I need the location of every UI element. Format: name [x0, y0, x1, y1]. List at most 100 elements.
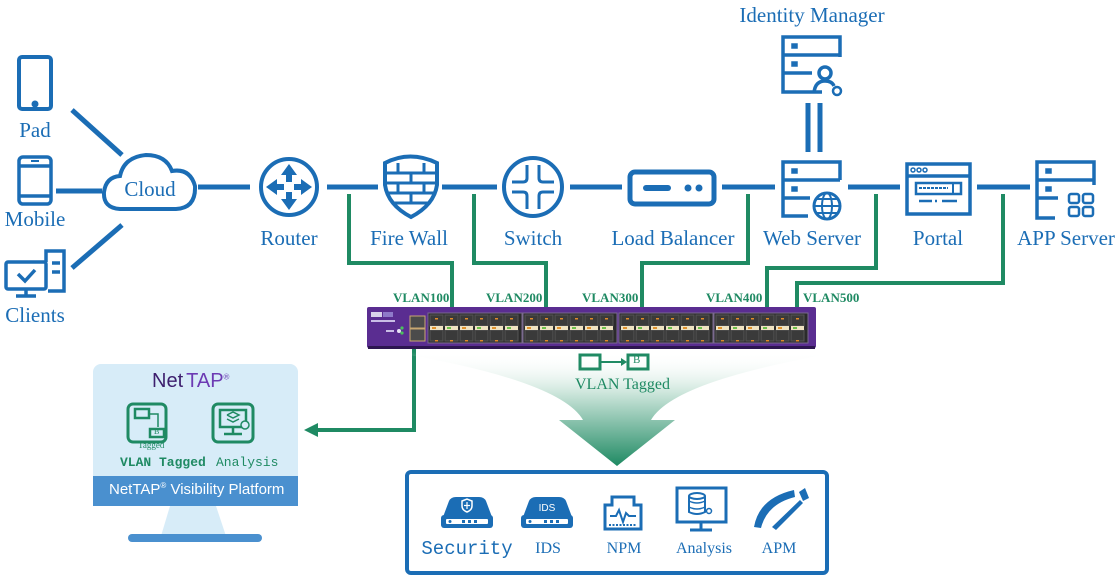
label-switch: Switch [503, 226, 563, 250]
label-web-server: Web Server [762, 226, 862, 250]
port-led [530, 318, 533, 320]
port-status-led [718, 327, 722, 329]
port-led [751, 318, 754, 320]
web-server-icon [781, 160, 842, 221]
sfp-port [584, 314, 599, 327]
tools-panel [405, 470, 829, 575]
port-label-strip [791, 326, 804, 330]
port-status-led [572, 327, 576, 329]
port-label-strip [651, 326, 664, 330]
sfp-port [650, 314, 665, 327]
port-label-strip [681, 326, 694, 330]
port-led [495, 340, 498, 342]
port-status-led [492, 327, 496, 329]
tap-link-vlan200 [472, 194, 548, 312]
sfp-port [539, 329, 554, 342]
sfp-port [695, 314, 710, 327]
sfp-port [635, 329, 650, 342]
ids-badge-text: IDS [539, 503, 556, 514]
port-led [450, 340, 453, 342]
port-led [701, 318, 704, 320]
port-status-led [793, 327, 797, 329]
port-led [766, 318, 769, 320]
sfp-port [760, 314, 775, 327]
sfp-port [524, 314, 539, 327]
port-status-led [447, 327, 451, 329]
sfp-port [474, 329, 489, 342]
port-label-strip [666, 326, 679, 330]
band-brand: NetTAP [109, 481, 161, 498]
sfp-port [680, 314, 695, 327]
label-pad: Pad [19, 118, 51, 142]
sfp-port [599, 314, 614, 327]
tool-label-security: Security [421, 538, 513, 560]
layers-monitor-icon [211, 402, 255, 444]
port-led [605, 318, 608, 320]
sfp-port [695, 329, 710, 342]
port-label-strip [540, 326, 553, 330]
tablet-icon [17, 55, 53, 111]
network-tap-switch-icon [367, 307, 816, 349]
sfp-port [504, 314, 519, 327]
gauge-icon [754, 488, 809, 530]
label-portal: Portal [912, 226, 964, 250]
tap-link-vlan500 [795, 194, 1005, 312]
label-identity-manager: Identity Manager [739, 3, 885, 27]
port-led [590, 318, 593, 320]
port-status-led [763, 327, 767, 329]
sfp-port [524, 329, 539, 342]
sfp-port [730, 329, 745, 342]
port-led [626, 318, 629, 320]
app-server-icon [1035, 160, 1096, 220]
sfp-port [790, 329, 805, 342]
sfp-port [554, 314, 569, 327]
port-led [545, 340, 548, 342]
sfp-port [489, 329, 504, 342]
sfp-port [569, 329, 584, 342]
port-led [736, 318, 739, 320]
port-led [766, 340, 769, 342]
port-status-led [432, 327, 436, 329]
label-cloud: Cloud [124, 177, 176, 201]
vlan-tagged-flow-label: VLAN Tagged [575, 376, 671, 393]
tap-link-vlan400 [765, 194, 878, 312]
label-app-server: APP Server [1017, 226, 1115, 250]
sfp-port [444, 329, 459, 342]
sfp-port [665, 329, 680, 342]
desktop-client-icon [4, 249, 66, 298]
ids-appliance-icon: IDS [521, 497, 573, 528]
port-led [435, 340, 438, 342]
sfp-port [584, 329, 599, 342]
backbone-links [56, 103, 1030, 270]
label-clients: Clients [5, 303, 65, 327]
port-status-led [653, 327, 657, 329]
label-router: Router [260, 226, 318, 250]
port-label-strip [505, 326, 518, 330]
port-led [510, 340, 513, 342]
mobile-phone-icon [17, 155, 53, 206]
port-led [641, 340, 644, 342]
port-status-led [477, 327, 481, 329]
port-led [751, 340, 754, 342]
vlan-tagged-icon [126, 402, 168, 444]
sfp-port [745, 314, 760, 327]
port-status-led [638, 327, 642, 329]
port-led [686, 318, 689, 320]
platform-feature-analysis: Analysis [216, 455, 279, 470]
port-label-strip [696, 326, 709, 330]
port-led [796, 340, 799, 342]
link-clients-cloud [70, 223, 124, 270]
port-led [435, 318, 438, 320]
port-led [560, 318, 563, 320]
monitor-base [128, 534, 262, 542]
port-led [656, 340, 659, 342]
load-balancer-icon [627, 169, 717, 207]
port-status-led [668, 327, 672, 329]
port-status-led [623, 327, 627, 329]
port-label-strip [490, 326, 503, 330]
tap-links [316, 194, 1005, 432]
label-firewall: Fire Wall [370, 226, 448, 250]
vlan-label-100: VLAN100 [393, 290, 450, 305]
port-status-led [527, 327, 531, 329]
security-appliance-icon [441, 497, 493, 528]
